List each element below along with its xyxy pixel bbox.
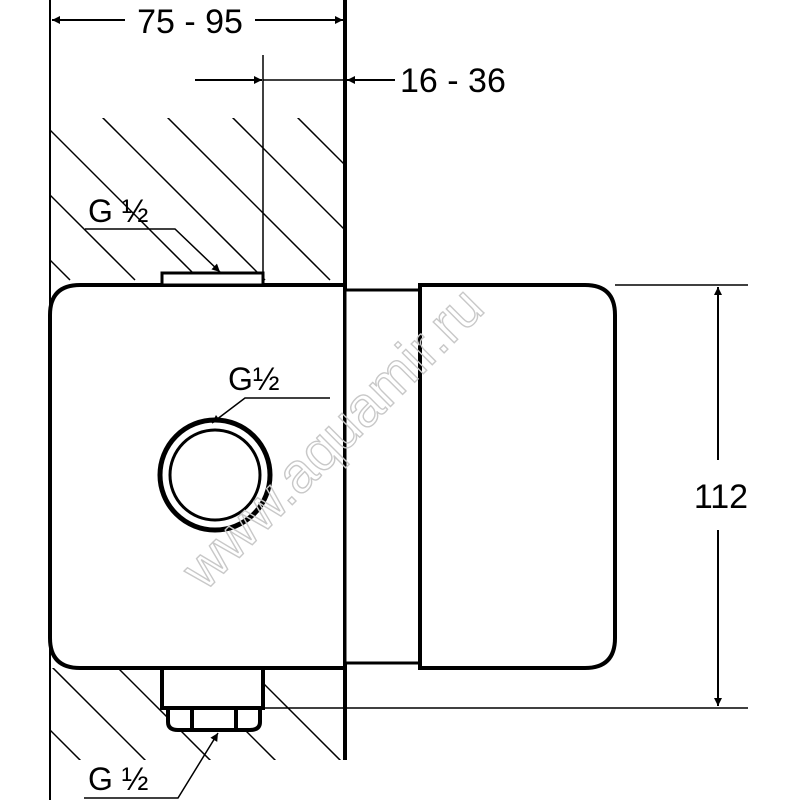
cover-cap — [418, 283, 617, 670]
dimension-wall-depth: 75 - 95 — [52, 3, 343, 41]
top-connection — [160, 271, 265, 287]
dimension-label: 75 - 95 — [137, 3, 243, 41]
callout-label: G ½ — [88, 193, 148, 229]
dimension-cover-offset: 16 - 36 — [195, 62, 506, 100]
callout-label: G½ — [228, 361, 280, 397]
callout-bottom-connection: G ½ — [84, 732, 219, 799]
dimension-height: 112 — [263, 284, 748, 709]
dimension-label: 112 — [694, 478, 748, 516]
front-connection-inner — [168, 428, 262, 522]
callout-top-connection: G ½ — [85, 193, 221, 273]
callout-label: G ½ — [88, 761, 148, 797]
bottom-connection — [160, 666, 265, 732]
wall-hatching-top — [50, 118, 345, 281]
callout-front-connection: G½ — [211, 361, 330, 424]
mounting-sleeve — [343, 288, 422, 665]
dimension-label: 16 - 36 — [400, 62, 506, 100]
